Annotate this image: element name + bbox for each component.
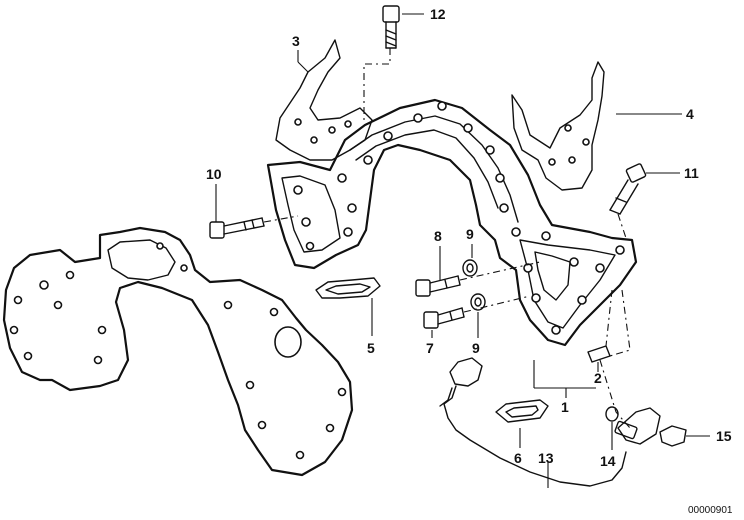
leader-lines bbox=[215, 13, 710, 488]
crankshaft-sensor bbox=[614, 407, 661, 445]
callout-7: 7 bbox=[426, 340, 434, 356]
bolt-10 bbox=[209, 217, 265, 239]
callout-13: 13 bbox=[538, 450, 554, 466]
bolt-15 bbox=[659, 425, 687, 447]
upper-gasket-left bbox=[275, 39, 373, 161]
bolt-12 bbox=[382, 5, 400, 49]
callout-labels: 12 3 4 10 11 8 9 5 7 9 2 1 6 13 14 15 00… bbox=[206, 6, 733, 516]
callout-10: 10 bbox=[206, 166, 222, 182]
sensor-cable-13 bbox=[439, 357, 627, 487]
callout-1: 1 bbox=[561, 399, 569, 415]
callout-8: 8 bbox=[434, 228, 442, 244]
callout-9-upper: 9 bbox=[466, 226, 474, 242]
callout-9-lower: 9 bbox=[472, 340, 480, 356]
callout-11: 11 bbox=[684, 165, 699, 181]
gasket-6 bbox=[495, 399, 549, 423]
dowel-pin-2 bbox=[587, 345, 611, 363]
bolt-7 bbox=[423, 307, 465, 329]
timing-case-housing bbox=[266, 98, 638, 347]
timing-cover-gasket bbox=[2, 226, 354, 477]
callout-12: 12 bbox=[430, 6, 446, 22]
callout-3: 3 bbox=[292, 33, 300, 49]
bolt-11 bbox=[609, 163, 647, 215]
callout-5: 5 bbox=[367, 340, 375, 356]
callout-6: 6 bbox=[514, 450, 522, 466]
o-ring-14 bbox=[605, 406, 619, 422]
washer-9-upper bbox=[462, 259, 478, 277]
gasket-5 bbox=[315, 277, 381, 299]
washer-9-lower bbox=[470, 293, 486, 311]
callout-4: 4 bbox=[686, 106, 694, 122]
callout-2: 2 bbox=[594, 370, 602, 386]
callout-14: 14 bbox=[600, 453, 616, 469]
callout-15: 15 bbox=[716, 428, 732, 444]
bolt-8 bbox=[415, 275, 461, 297]
upper-gasket-right bbox=[511, 61, 605, 191]
assembly-lines bbox=[263, 48, 631, 429]
drawing-number: 00000901 bbox=[688, 505, 733, 516]
